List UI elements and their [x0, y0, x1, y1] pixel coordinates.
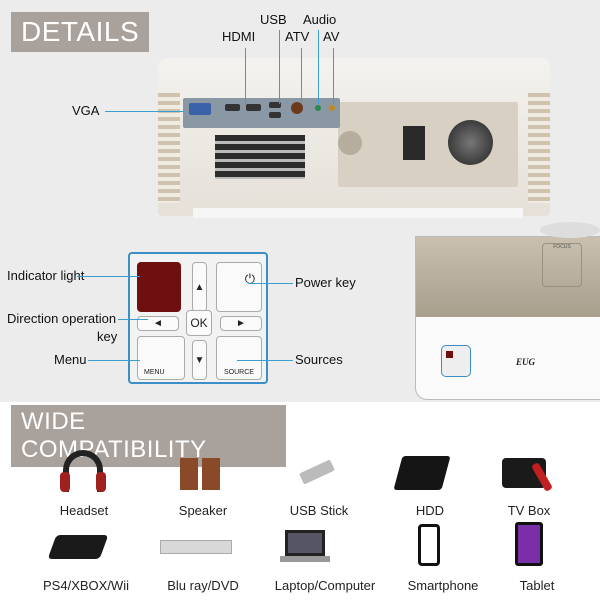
- tablet-icon: [515, 522, 543, 566]
- usb-stick-icon: [299, 459, 335, 485]
- ok-key[interactable]: OK: [186, 310, 212, 336]
- right-key[interactable]: ►: [220, 316, 262, 331]
- device-label: PS4/XBOX/Wii: [43, 578, 129, 593]
- device-label: Headset: [59, 503, 109, 518]
- speaker-icon: [180, 458, 198, 490]
- device-label: USB Stick: [289, 503, 349, 518]
- brand-logo: EUG: [516, 357, 536, 367]
- indicator-light: [137, 262, 181, 312]
- projector-top-image: FOCUS EUG: [415, 236, 600, 400]
- device-label: TV Box: [507, 503, 551, 518]
- laptop-icon: [285, 530, 325, 556]
- power-key-label: Power key: [295, 275, 356, 290]
- game-console-icon: [47, 535, 109, 559]
- indicator-light-label: Indicator light: [7, 268, 85, 283]
- details-heading: DETAILS: [11, 12, 150, 52]
- device-label: Tablet: [519, 578, 555, 593]
- io-panel: [183, 98, 340, 128]
- source-key[interactable]: SOURCE: [216, 336, 262, 380]
- direction-key-label: Direction operation: [7, 311, 117, 326]
- down-key[interactable]: ▼: [192, 340, 207, 380]
- device-label: Laptop/Computer: [274, 578, 376, 593]
- atv-label: ATV: [285, 29, 310, 44]
- device-label: Speaker: [178, 503, 228, 518]
- vga-label: VGA: [72, 103, 100, 118]
- focus-label: FOCUS: [542, 243, 582, 287]
- menu-label: Menu: [54, 352, 87, 367]
- usb-label: USB: [260, 12, 287, 27]
- bluray-player-icon: [160, 540, 232, 554]
- compat-heading: WIDE COMPATIBILITY: [11, 405, 286, 467]
- hdmi-label: HDMI: [222, 29, 256, 44]
- device-label: Smartphone: [407, 578, 479, 593]
- power-key[interactable]: ⏻: [216, 262, 262, 312]
- projector-rear-image: [158, 58, 550, 218]
- vent-grille: [215, 135, 305, 179]
- device-label: Blu ray/DVD: [167, 578, 239, 593]
- sources-label: Sources: [295, 352, 343, 367]
- smartphone-icon: [418, 524, 440, 566]
- av-label: AV: [323, 29, 340, 44]
- keypad-closeup: ▲ ⏻ ◄ OK ► MENU ▼ SOURCE: [128, 252, 268, 384]
- menu-key[interactable]: MENU: [137, 336, 185, 380]
- up-key[interactable]: ▲: [192, 262, 207, 312]
- hdd-icon: [393, 456, 451, 490]
- direction-key-label-2: key: [97, 329, 118, 344]
- device-label: HDD: [415, 503, 445, 518]
- audio-label: Audio: [303, 12, 337, 27]
- headset-icon: [63, 450, 103, 492]
